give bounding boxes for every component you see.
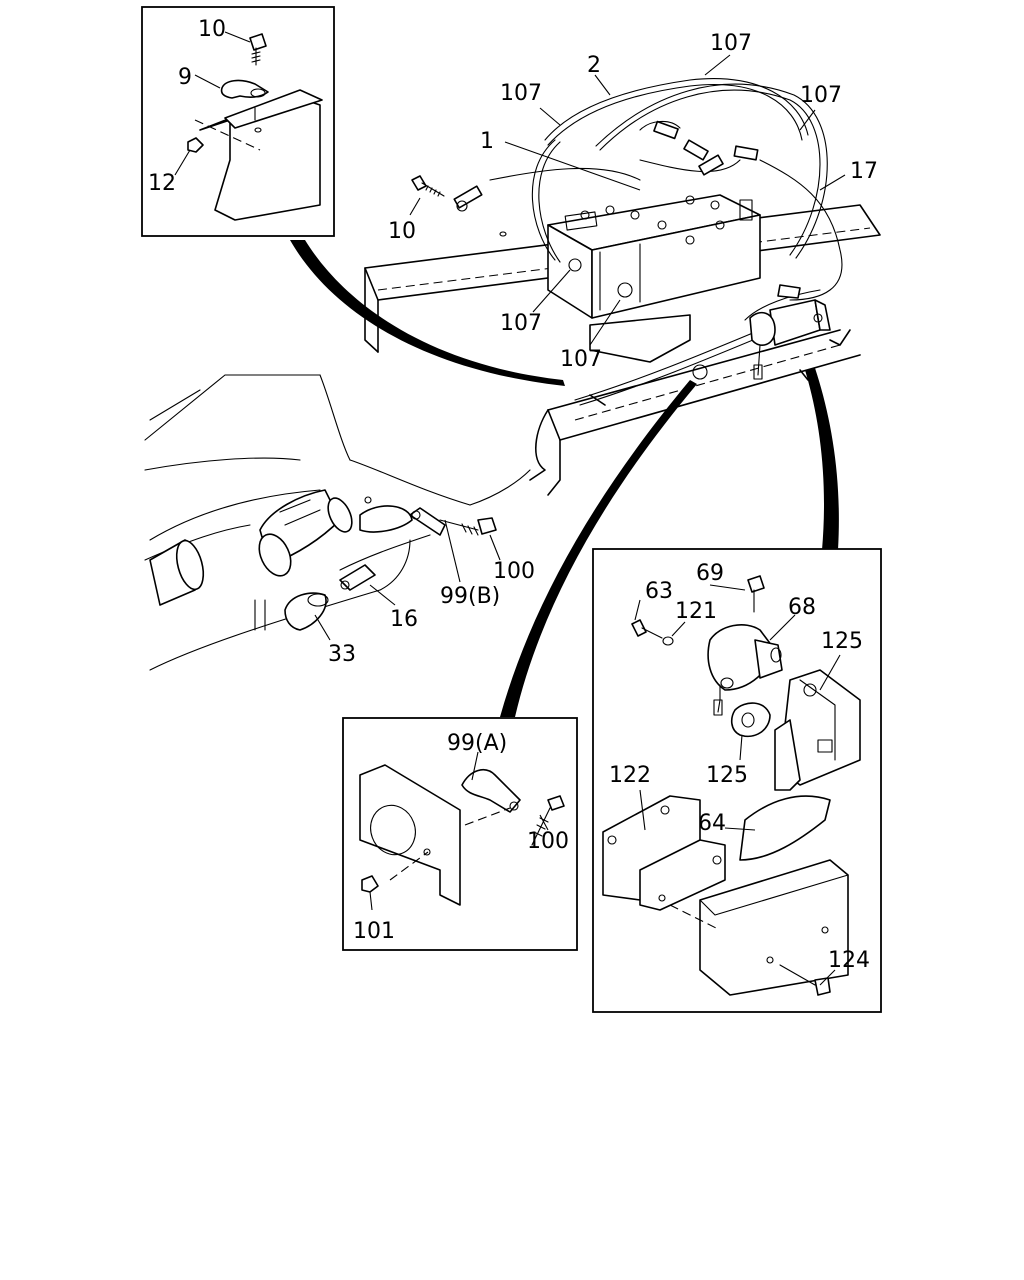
callout-124: 124: [828, 948, 870, 973]
callout-12: 12: [148, 171, 176, 196]
callout-33: 33: [328, 642, 356, 667]
callout-69: 69: [696, 561, 724, 586]
callout-107-battery-1: 107: [500, 311, 542, 336]
ground-cable-parts: [284, 507, 497, 631]
engine-block-outline: [144, 374, 531, 671]
callout-100-inset: 100: [527, 829, 569, 854]
callout-99a: 99(A): [447, 731, 507, 756]
callout-100-main: 100: [493, 559, 535, 584]
callout-labels: 10 9 12 2 107 107 107 1 17 10 107 107 10…: [148, 17, 878, 973]
callout-107-top: 107: [710, 31, 752, 56]
callout-68: 68: [788, 595, 816, 620]
battery-cables: [453, 78, 843, 406]
inset-bracket-detail: [141, 6, 335, 237]
callout-121: 121: [675, 599, 717, 624]
callout-17: 17: [850, 159, 878, 184]
callout-1: 1: [480, 129, 494, 154]
callout-107-right: 107: [800, 83, 842, 108]
frame-rail-lower: [529, 329, 861, 496]
callout-9: 9: [178, 65, 192, 90]
callout-16: 16: [390, 607, 418, 632]
inset-relay-detail: [592, 548, 882, 1013]
callout-10-main: 10: [388, 219, 416, 244]
callout-125-top: 125: [821, 629, 863, 654]
callout-107-left: 107: [500, 81, 542, 106]
battery-assembly: [547, 194, 761, 363]
callout-99b: 99(B): [440, 584, 500, 609]
inset-pointer-arrows: [290, 240, 839, 717]
callout-63: 63: [645, 579, 673, 604]
inset-99a-detail: [342, 717, 578, 951]
callout-101: 101: [353, 919, 395, 944]
callout-122: 122: [609, 763, 651, 788]
callout-107-battery-2: 107: [560, 347, 602, 372]
callout-10-inset: 10: [198, 17, 226, 42]
leader-lines: [314, 54, 846, 641]
callout-125-bottom: 125: [706, 763, 748, 788]
starter-relay-assembly: [749, 284, 831, 380]
bolt-10-main: [411, 175, 445, 197]
callout-64: 64: [698, 811, 726, 836]
callout-2: 2: [587, 53, 601, 78]
